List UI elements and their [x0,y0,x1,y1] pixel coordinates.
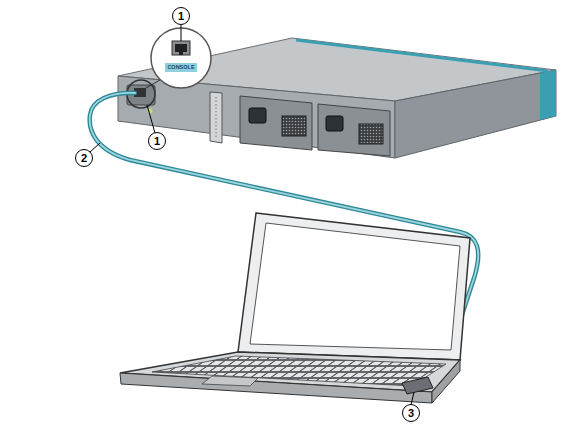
rj45-port-opening [175,44,187,52]
leader-line [147,105,155,133]
callout-circle [403,405,420,422]
fan-grille [282,116,306,136]
cable-core [90,93,479,382]
callout-circle [76,150,93,167]
switch-trim [296,40,548,71]
rj45-port-latch [179,52,183,55]
cable-connector [402,377,433,394]
power-inlet [326,116,343,131]
leader-line [411,392,414,405]
module-slot-detail [216,97,217,137]
switch-rear-panel [118,76,395,158]
power-inlet [249,108,266,123]
laptop-keyboard [152,356,446,386]
callout-number: 1 [178,11,184,22]
rj45-port-icon [172,41,190,55]
port-label: CONSOLE [167,65,194,71]
leader-line [181,24,182,41]
callout-number: 3 [408,408,414,419]
zoom-detail [146,28,211,88]
fan-grille [359,124,383,144]
laptop-touchpad [202,376,258,386]
callout-number: 2 [81,153,87,164]
cable-outline [90,93,479,382]
laptop [120,213,470,403]
callout-number: 1 [154,136,160,147]
laptop-lid [238,213,470,360]
leader-line [90,143,100,152]
callout-circle [173,8,190,25]
callout-circle [149,133,166,150]
switch-end-cap [540,70,556,120]
console-label-bar [165,63,197,72]
module-slot [210,92,222,143]
callouts [76,8,420,422]
zoom-leader [146,80,160,88]
power-supply [318,104,390,156]
switch-side [395,70,556,158]
power-supply [240,96,312,150]
console-cable [90,93,479,382]
laptop-screen [250,223,460,350]
